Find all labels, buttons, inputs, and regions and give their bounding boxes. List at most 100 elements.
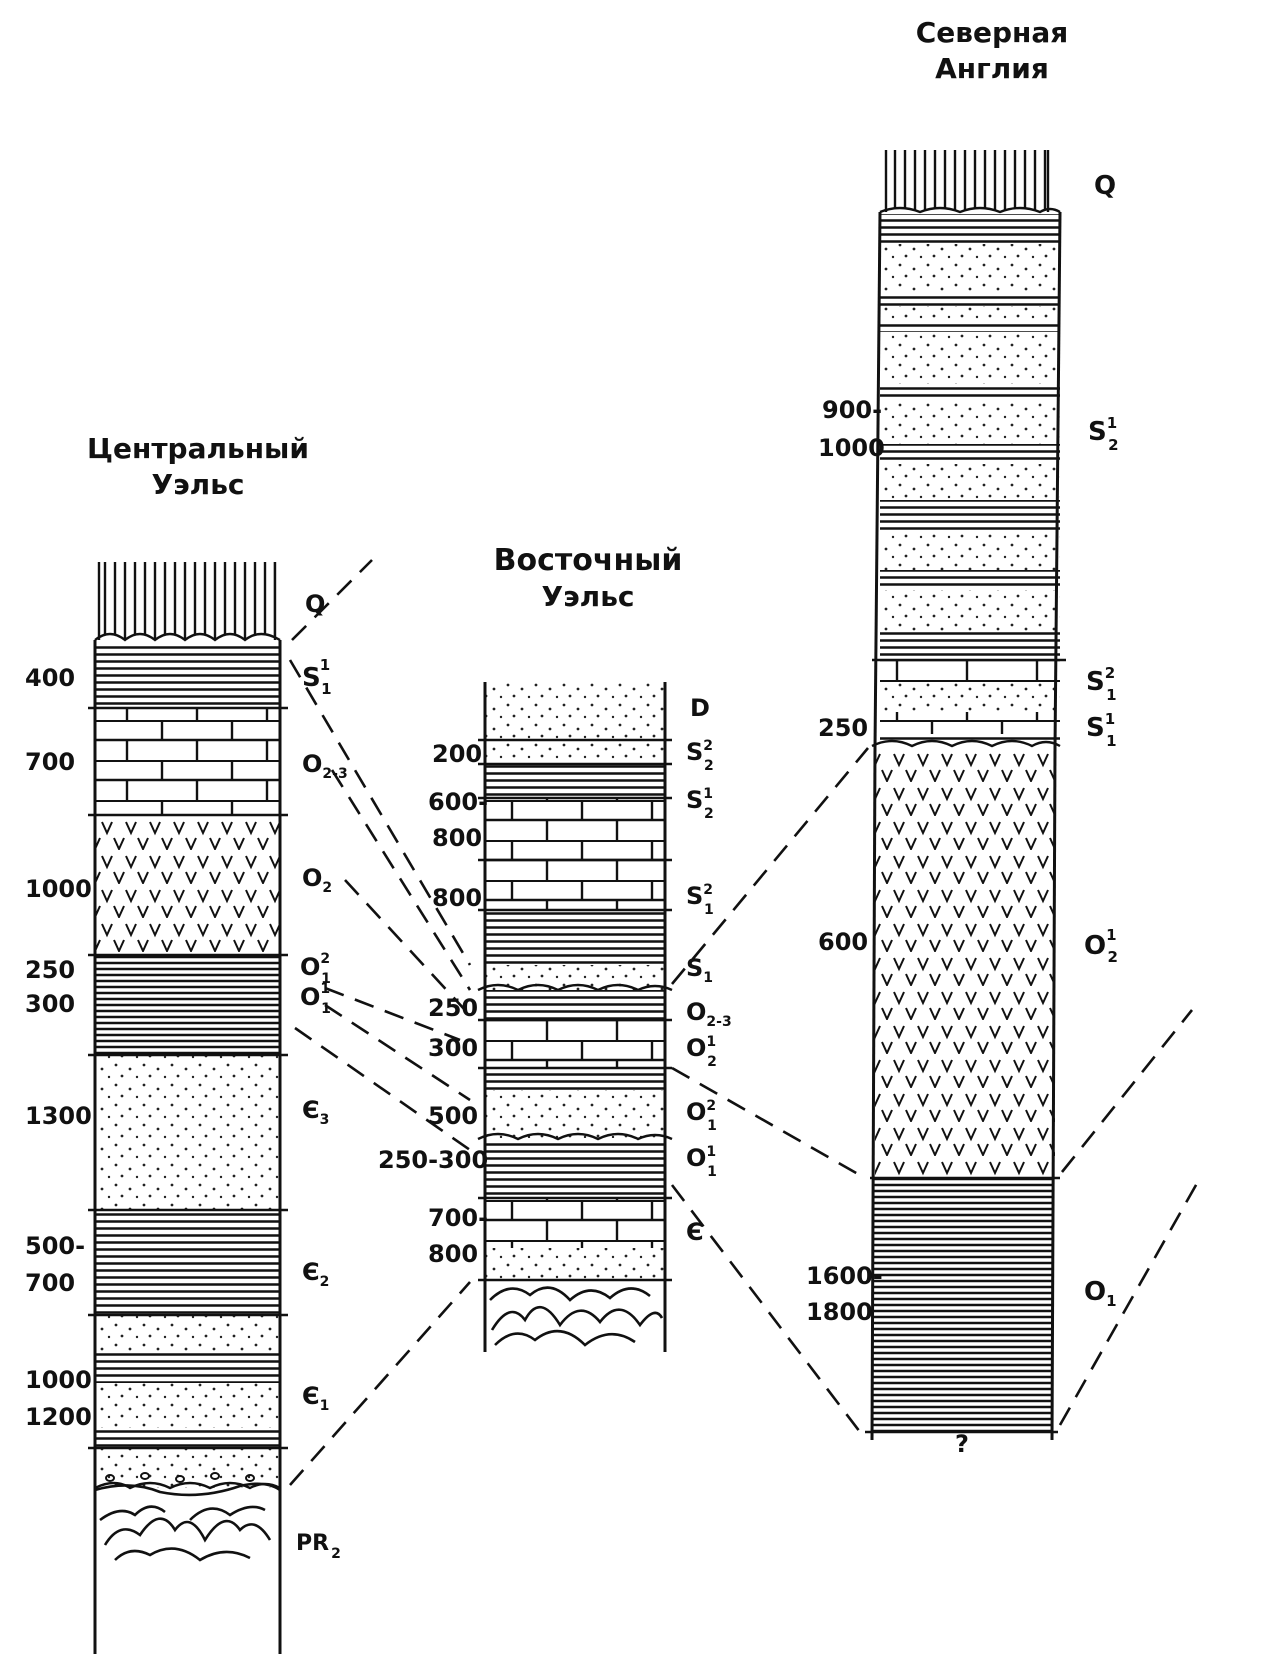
central-thk-e2b: 700 [25, 1269, 75, 1297]
corr-central-o11b [294, 1026, 471, 1152]
corr-east-north-o2 [671, 1066, 866, 1180]
northern-thk-o1a: 1600- [806, 1262, 883, 1290]
northern-thickness-labels: 900- 1000 250 600 1600- 1800 [806, 396, 885, 1326]
eastern-idx-s1: S1 [686, 954, 713, 986]
central-idx-o23: O2-3 [302, 750, 348, 782]
central-thk-e2a: 500- [25, 1232, 85, 1260]
northern-s21-sand-7 [880, 590, 1060, 632]
northern-layer-s11-shale [880, 734, 1060, 744]
northern-s21-shale-1 [880, 214, 1060, 244]
corr-basement [289, 1281, 471, 1486]
central-thk-e1a: 1000 [25, 1366, 92, 1394]
northern-footnote: ? [955, 1430, 969, 1458]
eastern-thickness-labels: 200 600- 800 800 250 300 500 250-300 700… [378, 740, 488, 1268]
eastern-layer-o21 [485, 1020, 665, 1068]
eastern-layer-o11 [485, 1140, 665, 1198]
central-idx-e1: Є1 [302, 1382, 329, 1414]
eastern-thk-s22: 200 [432, 740, 482, 768]
eastern-layer-e-sand [485, 1248, 665, 1280]
eastern-thk-s12: 800 [432, 884, 482, 912]
central-layer-e1b [95, 1353, 280, 1383]
eastern-title-line2: Уэльс [542, 580, 635, 613]
northern-title-line1: Северная [916, 16, 1069, 49]
eastern-idx-d: D [690, 694, 710, 722]
eastern-thk-s21b: 800 [432, 824, 482, 852]
central-column [88, 562, 288, 1654]
central-thk-o12: 250 [25, 956, 75, 984]
central-title-line2: Уэльс [152, 468, 245, 501]
central-idx-o2: O2 [302, 864, 332, 896]
central-layer-e1d [95, 1428, 280, 1448]
northern-s21-sand-6 [880, 532, 1060, 570]
central-title-line1: Центральный [87, 432, 309, 465]
eastern-layer-o12a [485, 1068, 665, 1090]
northern-layer-o1 [872, 1178, 1052, 1432]
northern-s21-shale-4 [880, 384, 1060, 400]
corr-central-o2 [344, 879, 466, 1011]
northern-thk-o1b: 1800 [806, 1298, 873, 1326]
eastern-layer-s12 [485, 798, 665, 910]
northern-s21-shale-6 [880, 500, 1060, 532]
eastern-layer-o12 [485, 1090, 665, 1138]
corr-east-north-s1 [670, 747, 870, 985]
northern-layer-s11 [880, 712, 1060, 734]
eastern-layer-d [485, 682, 665, 740]
northern-s21-sand-3 [880, 332, 1060, 384]
eastern-thk-s21a: 600- [428, 788, 488, 816]
eastern-thk-o11: 250-300 [378, 1146, 488, 1174]
eastern-title-line1: Восточный [494, 543, 683, 578]
corr-north-right-o1 [1058, 1177, 1202, 1426]
northern-thk-s21b: 1000 [818, 434, 885, 462]
northern-thk-s11: 250 [818, 714, 868, 742]
central-layer-s11 [95, 643, 280, 708]
northern-layer-q [886, 150, 1048, 210]
eastern-layer-o23 [485, 990, 665, 1020]
northern-s21-shale-2 [880, 294, 1060, 306]
central-layer-e1a [95, 1315, 280, 1353]
eastern-column [477, 682, 673, 1352]
central-layer-e1c [95, 1383, 280, 1428]
eastern-idx-e: Є [686, 1218, 704, 1246]
northern-layer-s12-sand [880, 682, 1060, 712]
central-layer-pr2 [94, 1482, 281, 1562]
eastern-layer-s22 [485, 740, 665, 764]
correlation-lines [288, 559, 1202, 1486]
northern-s21-shale-8 [880, 632, 1060, 660]
central-thk-o23: 700 [25, 748, 75, 776]
central-thk-s11: 400 [25, 664, 75, 692]
northern-s21-shale-7 [880, 570, 1060, 590]
northern-s21-sand-5 [880, 464, 1060, 500]
northern-idx-o1: O1 [1084, 1277, 1117, 1310]
corr-central-o11a [324, 1003, 471, 1102]
central-conglomerate-pebbles [105, 1472, 255, 1483]
northern-s21-shale-3 [880, 320, 1060, 332]
central-thk-o11: 300 [25, 990, 75, 1018]
northern-s21-sand-4 [880, 400, 1060, 444]
central-thickness-labels: 400 700 1000 250 300 1300 500- 700 1000 … [25, 664, 92, 1431]
corr-central-q [291, 559, 373, 641]
central-layer-o2 [95, 815, 280, 955]
northern-column: ? [865, 150, 1066, 1458]
northern-thk-s21a: 900- [822, 396, 882, 424]
eastern-layer-s21 [485, 764, 665, 798]
eastern-layer-s1a [485, 910, 665, 965]
northern-idx-q: Q [1094, 171, 1116, 201]
corr-north-right-o2 [1060, 1009, 1194, 1173]
corr-central-s1 [288, 659, 472, 966]
northern-s21-sand-2 [880, 306, 1060, 320]
eastern-layer-e [485, 1198, 665, 1248]
